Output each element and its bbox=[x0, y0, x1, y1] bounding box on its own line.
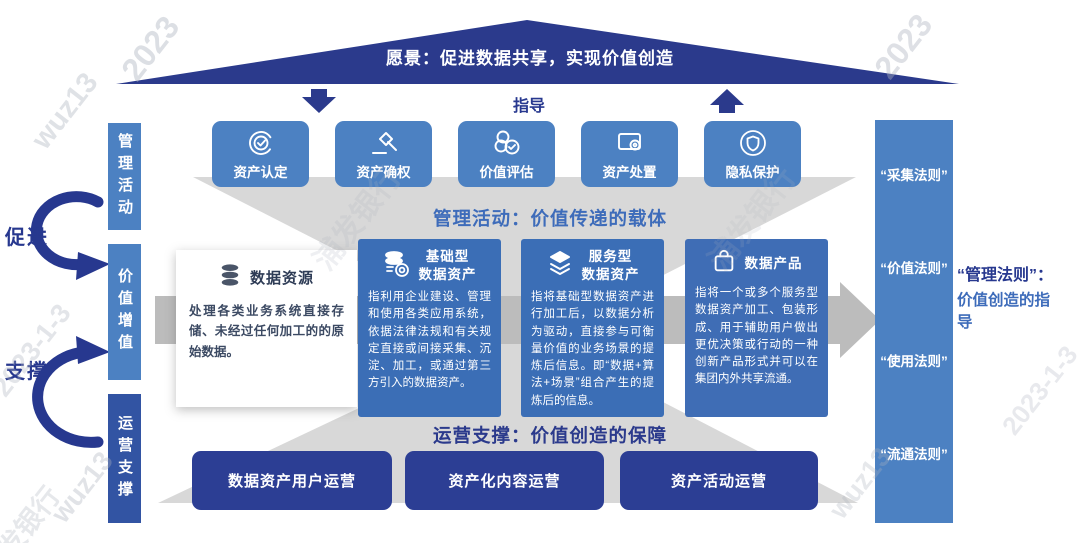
coins-check-icon bbox=[492, 127, 522, 159]
support-label: 支撑 bbox=[5, 361, 49, 383]
ops-box-label: 数据资产用户运营 bbox=[227, 473, 356, 490]
management-box-label: 资产处置 bbox=[602, 165, 657, 180]
layers-icon bbox=[546, 249, 574, 282]
promote-arrowhead-icon bbox=[76, 252, 110, 280]
law-collection: “采集法则” bbox=[880, 168, 948, 183]
management-box-label: 价值评估 bbox=[479, 165, 534, 180]
certification-icon bbox=[246, 127, 276, 159]
database-gear-icon bbox=[383, 249, 411, 282]
left-rail-value-increase: 价值增值 bbox=[108, 244, 141, 380]
management-law-note: “管理法则”： 价值创造的指导 bbox=[957, 261, 1075, 333]
basic-data-asset-card: 基础型 数据资产 指利用企业建设、管理和使用各类应用系统，依据法律法规和有关规定… bbox=[358, 239, 501, 417]
left-rail-label: 价值增值 bbox=[116, 268, 133, 356]
support-curved-arrow bbox=[32, 346, 104, 448]
management-box-value-assessment: 价值评估 bbox=[458, 121, 555, 187]
ops-box-label: 资产化内容运营 bbox=[448, 473, 561, 490]
right-rail-laws-bar: “采集法则” “价值法则” “使用法则” “流通法则” bbox=[875, 120, 953, 523]
monitor-gear-icon bbox=[615, 127, 645, 159]
management-law-title: “管理法则”： bbox=[957, 267, 1054, 284]
left-rail-management-activity: 管理活动 bbox=[108, 123, 141, 230]
data-resource-title: 数据资源 bbox=[249, 270, 314, 287]
bag-icon bbox=[711, 248, 737, 279]
vision-banner-label: 愿景：促进数据共享，实现价值创造 bbox=[386, 49, 674, 68]
management-box-privacy-protection: 隐私保护 bbox=[704, 121, 801, 187]
left-rail-label: 运营支撑 bbox=[116, 414, 133, 503]
guidance-down-arrow-icon bbox=[302, 89, 336, 113]
database-icon bbox=[219, 263, 241, 292]
data-resource-body: 处理各类业务系统直接存储、未经过任何加工的的原始数据。 bbox=[189, 304, 344, 359]
left-rail-operation-support: 运营支撑 bbox=[108, 394, 141, 523]
management-box-asset-certification: 资产认定 bbox=[212, 121, 309, 187]
operation-heading: 运营支撑：价值创造的保障 bbox=[432, 425, 667, 446]
promote-label: 促进 bbox=[5, 227, 49, 249]
promote-curved-arrow bbox=[30, 191, 104, 271]
ops-box-activity-operation: 资产活动运营 bbox=[620, 451, 818, 510]
management-box-label: 隐私保护 bbox=[725, 165, 780, 180]
service-data-asset-body: 指将基础型数据资产进行加工后，以数据分析为驱动，直接参与可衡量价值的业务场景的提… bbox=[531, 291, 654, 407]
management-box-asset-rights: 资产确权 bbox=[335, 121, 432, 187]
ops-box-content-operation: 资产化内容运营 bbox=[405, 451, 604, 510]
data-product-title: 数据产品 bbox=[744, 255, 803, 271]
law-usage: “使用法则” bbox=[880, 354, 948, 369]
service-data-asset-card: 服务型 数据资产 指将基础型数据资产进行加工后，以数据分析为驱动，直接参与可衡量… bbox=[521, 239, 664, 417]
basic-data-asset-title: 基础型 数据资产 bbox=[418, 249, 477, 282]
management-law-body: 价值创造的指导 bbox=[957, 292, 1051, 331]
management-box-label: 资产认定 bbox=[233, 165, 288, 180]
data-product-card: 数据产品 指将一个或多个服务型数据资产加工、包装形成、用于辅助用户做出更优决策或… bbox=[685, 239, 828, 417]
ops-box-label: 资产活动运营 bbox=[670, 473, 767, 490]
law-circulation: “流通法则” bbox=[880, 447, 948, 462]
left-rail-label: 管理活动 bbox=[116, 132, 133, 221]
management-box-asset-disposal: 资产处置 bbox=[581, 121, 678, 187]
management-box-label: 资产确权 bbox=[356, 165, 411, 180]
guidance-label: 指导 bbox=[512, 98, 545, 115]
data-resource-card: 数据资源 处理各类业务系统直接存储、未经过任何加工的的原始数据。 bbox=[176, 250, 357, 407]
ops-box-user-operation: 数据资产用户运营 bbox=[192, 451, 392, 510]
roof-shape bbox=[116, 20, 959, 84]
shield-icon bbox=[738, 127, 768, 159]
management-heading: 管理活动：价值传递的载体 bbox=[432, 208, 667, 229]
basic-data-asset-body: 指利用企业建设、管理和使用各类应用系统，依据法律法规和有关规定直接或间接采集、沉… bbox=[368, 291, 491, 390]
support-arrowhead-icon bbox=[76, 336, 110, 364]
service-data-asset-title: 服务型 数据资产 bbox=[581, 249, 640, 282]
law-value: “价值法则” bbox=[880, 261, 948, 276]
data-product-body: 指将一个或多个服务型数据资产加工、包装形成、用于辅助用户做出更优决策或行动的一种… bbox=[695, 287, 818, 386]
guidance-up-arrow-icon bbox=[710, 89, 744, 113]
gavel-icon bbox=[369, 127, 399, 159]
